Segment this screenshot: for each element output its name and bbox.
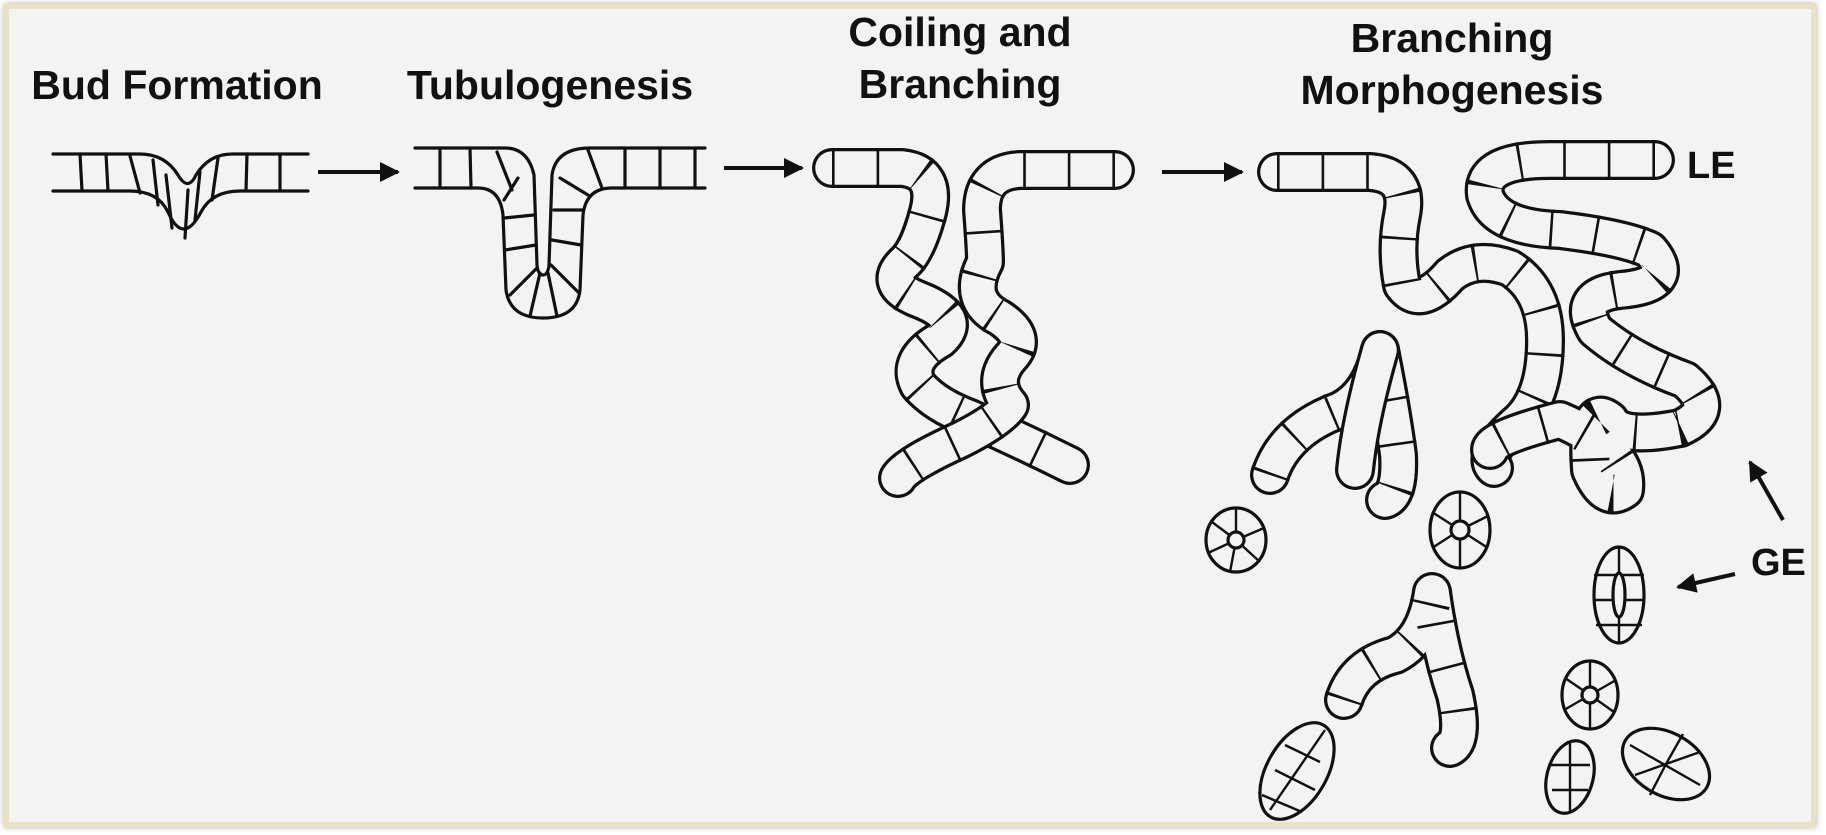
acinus: [1430, 492, 1490, 568]
stage-title-coiling-line2: Branching: [859, 61, 1062, 107]
stage-title-tubulogenesis: Tubulogenesis: [407, 62, 693, 108]
tubulogenesis-epithelium: [415, 148, 705, 318]
stage-title-branching-line1: Branching: [1351, 15, 1554, 61]
arrow-ge-left: [1678, 574, 1735, 587]
stage-title-coiling-line1: Coiling and: [848, 9, 1071, 55]
acinus: [1245, 710, 1350, 832]
stage-title-branching-line2: Morphogenesis: [1301, 67, 1604, 113]
coiling-tubes: [832, 168, 1115, 478]
arrow-ge-up: [1750, 462, 1783, 520]
label-le: LE: [1687, 145, 1736, 187]
bud-epithelium: [53, 154, 308, 238]
acinus: [1610, 714, 1722, 815]
branching-tubes: [1270, 160, 1701, 748]
acinus: [1594, 547, 1644, 643]
acinus: [1206, 508, 1266, 572]
acinus: [1538, 735, 1602, 818]
stage-title-bud-formation: Bud Formation: [31, 62, 323, 108]
label-ge: GE: [1751, 542, 1806, 584]
acinus: [1562, 661, 1618, 729]
